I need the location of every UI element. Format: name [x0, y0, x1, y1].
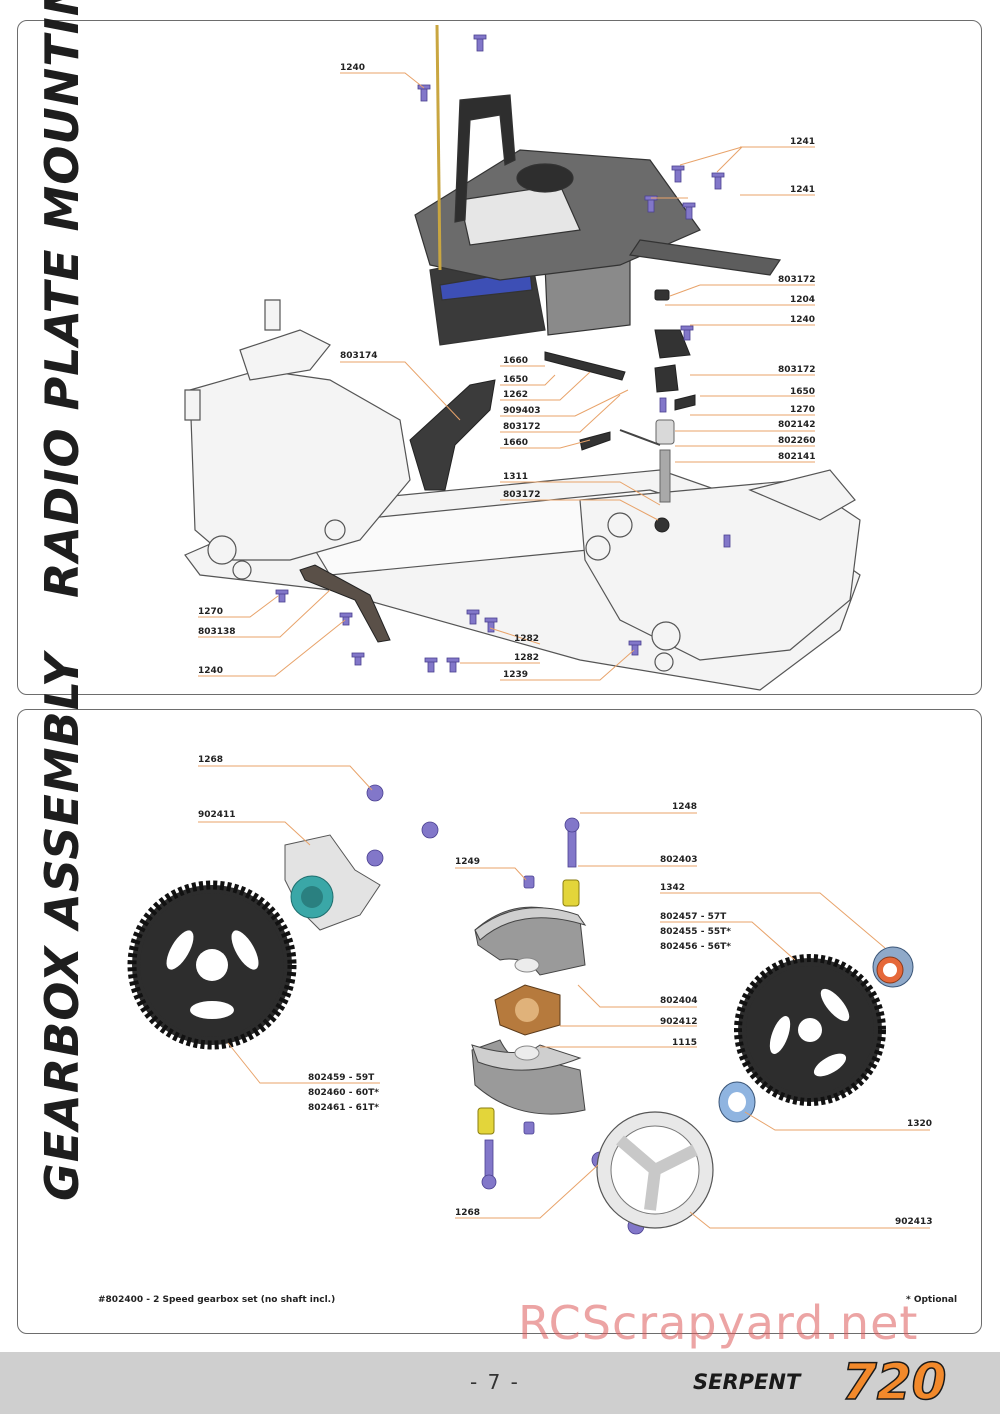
radio-box-illustration [414, 94, 782, 346]
callout-label: 803174 [340, 351, 378, 361]
leader-lines-bottom [198, 765, 930, 1229]
callout-label: 1270 [198, 607, 224, 617]
callout-label: 902412 [660, 1017, 698, 1027]
spur-gear-left [127, 880, 297, 1050]
callout-label: 1204 [790, 295, 816, 305]
callout-label: 1268 [198, 755, 224, 765]
callout-label: 802141 [778, 452, 816, 462]
springs [477, 879, 580, 1135]
callout-label: 1342 [660, 883, 686, 893]
callout-label: 802459 - 59T [308, 1073, 375, 1083]
callout-label: 1282 [514, 634, 540, 644]
linkage-parts [544, 289, 696, 533]
callout-label: 802260 [778, 436, 816, 446]
page-number: - 7 - [470, 1370, 520, 1394]
callout-label: 1240 [790, 315, 816, 325]
callout-label: 909403 [503, 406, 541, 416]
callout-label: 1270 [790, 405, 816, 415]
callout-label: 803172 [778, 275, 816, 285]
chassis-illustration [184, 299, 861, 691]
callout-label: 1268 [455, 1208, 481, 1218]
callout-label: 802404 [660, 996, 698, 1006]
callout-label: 902411 [198, 810, 236, 820]
screws-top [275, 34, 731, 673]
callout-label: 902413 [895, 1217, 933, 1227]
bushings [514, 957, 540, 1061]
callout-label: 1320 [907, 1119, 933, 1129]
callout-label: 803172 [778, 365, 816, 375]
screws-bottom [366, 784, 684, 1235]
footer-bar [0, 1352, 1000, 1414]
bearing-1342 [872, 946, 914, 988]
callout-label: 1311 [503, 472, 529, 482]
spur-gear-right [734, 954, 886, 1106]
callout-label: 802403 [660, 855, 698, 865]
watermark: RCScrapyard.net [518, 1296, 919, 1350]
part-902413 [596, 1111, 714, 1229]
callout-label: 1262 [503, 390, 529, 400]
antenna-tube [435, 24, 442, 271]
callout-label: 802455 - 55T* [660, 927, 731, 937]
callout-label: 1650 [503, 375, 529, 385]
part-902412 [494, 984, 561, 1036]
brand-logo: SERPENT [693, 1370, 801, 1394]
callout-label: 1248 [672, 802, 698, 812]
callout-label: 1660 [503, 356, 529, 366]
callout-label: 1241 [790, 137, 816, 147]
callout-label: 803138 [198, 627, 236, 637]
leader-lines-top [198, 72, 815, 681]
callout-label: 1240 [340, 63, 366, 73]
callout-label: 802460 - 60T* [308, 1088, 379, 1098]
gearbox-set-note: #802400 - 2 Speed gearbox set (no shaft … [98, 1295, 336, 1305]
callout-label: 1650 [790, 387, 816, 397]
callout-label: 802457 - 57T [660, 912, 727, 922]
callout-label: 802461 - 61T* [308, 1103, 379, 1113]
callout-label: 1660 [503, 438, 529, 448]
part-902411 [284, 834, 381, 931]
model-logo: 720 [841, 1352, 947, 1412]
callout-label: 802456 - 56T* [660, 942, 731, 952]
part-803138 [299, 564, 391, 643]
callout-label: 1241 [790, 185, 816, 195]
optional-note: * Optional [906, 1295, 958, 1305]
callout-label: 803172 [503, 490, 541, 500]
part-803174 [409, 379, 496, 491]
callout-label: 1240 [198, 666, 224, 676]
washer-1320 [718, 1081, 756, 1123]
callout-label: 1282 [514, 653, 540, 663]
callout-label: 1249 [455, 857, 481, 867]
callout-label: 802142 [778, 420, 816, 430]
callout-label: 1115 [672, 1038, 698, 1048]
clutch-shoe-top [474, 906, 587, 976]
springs-and-shafts [619, 419, 675, 503]
callout-label: 803172 [503, 422, 541, 432]
callout-label: 1239 [503, 670, 529, 680]
